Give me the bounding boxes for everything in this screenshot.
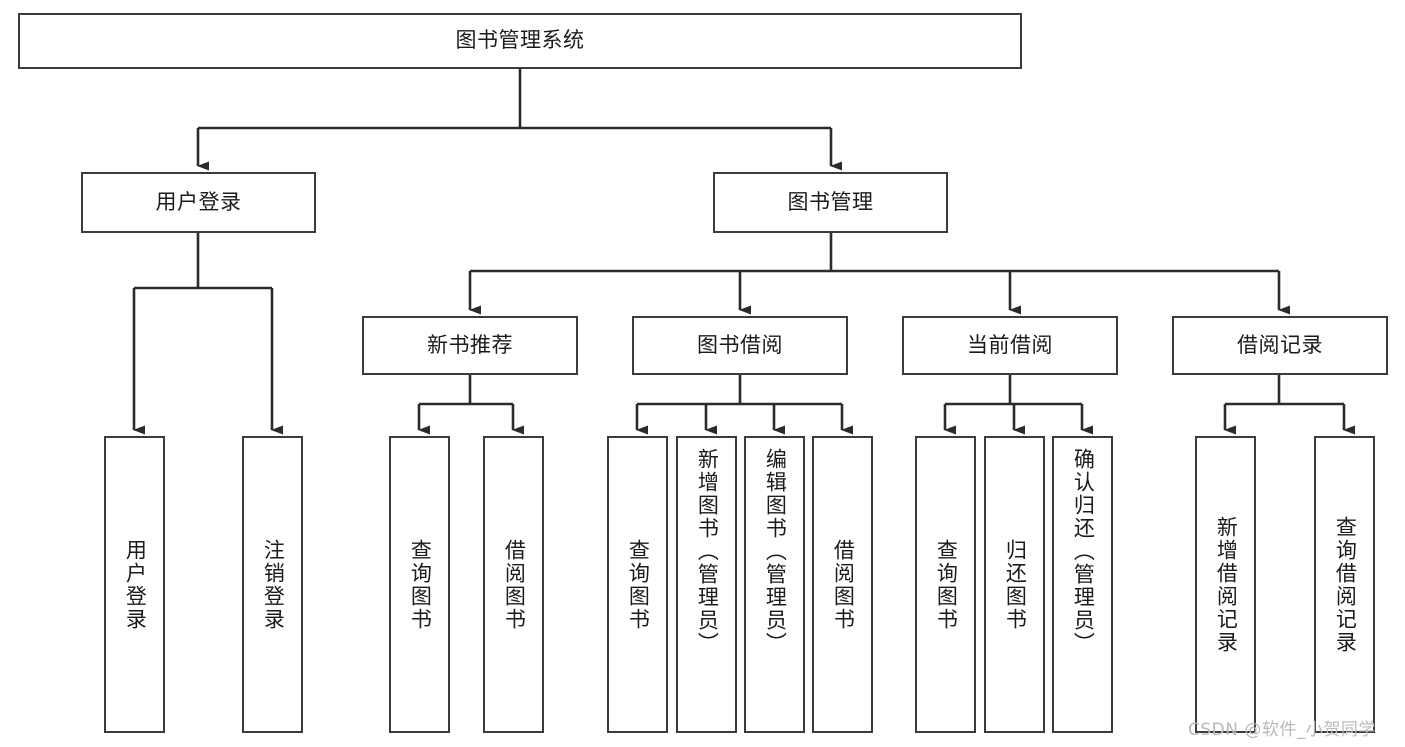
leaf-label: 查询图书 — [934, 538, 959, 631]
leaf-label: 借阅图书 — [502, 538, 527, 631]
leaf-label: 归还图书 — [1003, 538, 1028, 631]
node-book-management-label: 图书管理 — [787, 189, 874, 214]
leaf-user-login-login[interactable]: 用户登录 — [104, 436, 165, 733]
leaf-current-borrow-confirm-return-admin[interactable]: 确认归还（管理员） — [1052, 436, 1113, 733]
leaf-current-borrow-return-book[interactable]: 归还图书 — [984, 436, 1045, 733]
leaf-borrow-record-query-record[interactable]: 查询借阅记录 — [1314, 436, 1375, 733]
leaf-label: 查询图书 — [626, 538, 651, 631]
leaf-new-book-borrow-book[interactable]: 借阅图书 — [483, 436, 544, 733]
leaf-label: 新增图书（管理员） — [695, 448, 720, 655]
leaf-label: 查询借阅记录 — [1333, 515, 1358, 654]
leaf-book-borrow-query-book[interactable]: 查询图书 — [607, 436, 668, 733]
node-user-login-label: 用户登录 — [155, 189, 242, 214]
node-book-management[interactable]: 图书管理 — [713, 172, 948, 233]
node-new-book-recommend[interactable]: 新书推荐 — [362, 316, 578, 375]
leaf-new-book-query-book[interactable]: 查询图书 — [389, 436, 450, 733]
leaf-label: 借阅图书 — [831, 538, 856, 631]
leaf-borrow-record-add-record[interactable]: 新增借阅记录 — [1195, 436, 1256, 733]
leaf-label: 新增借阅记录 — [1214, 515, 1239, 654]
node-book-borrow[interactable]: 图书借阅 — [632, 316, 848, 375]
leaf-book-borrow-edit-book-admin[interactable]: 编辑图书（管理员） — [744, 436, 805, 733]
leaf-label: 确认归还（管理员） — [1071, 448, 1096, 655]
leaf-label: 用户登录 — [123, 538, 148, 631]
node-user-login[interactable]: 用户登录 — [81, 172, 316, 233]
node-borrow-record-label: 借阅记录 — [1237, 332, 1323, 357]
node-current-borrow-label: 当前借阅 — [967, 332, 1053, 357]
node-new-book-recommend-label: 新书推荐 — [427, 332, 513, 357]
leaf-current-borrow-query-book[interactable]: 查询图书 — [915, 436, 976, 733]
leaf-book-borrow-borrow-book[interactable]: 借阅图书 — [812, 436, 873, 733]
leaf-user-login-logout[interactable]: 注销登录 — [242, 436, 303, 733]
node-borrow-record[interactable]: 借阅记录 — [1172, 316, 1388, 375]
leaf-label: 注销登录 — [261, 538, 286, 631]
node-root-book-management-system[interactable]: 图书管理系统 — [18, 13, 1022, 69]
node-book-borrow-label: 图书借阅 — [697, 332, 783, 357]
leaf-label: 查询图书 — [408, 538, 433, 631]
leaf-book-borrow-add-book-admin[interactable]: 新增图书（管理员） — [676, 436, 737, 733]
node-current-borrow[interactable]: 当前借阅 — [902, 316, 1118, 375]
leaf-label: 编辑图书（管理员） — [763, 448, 788, 655]
node-root-label: 图书管理系统 — [455, 28, 585, 53]
